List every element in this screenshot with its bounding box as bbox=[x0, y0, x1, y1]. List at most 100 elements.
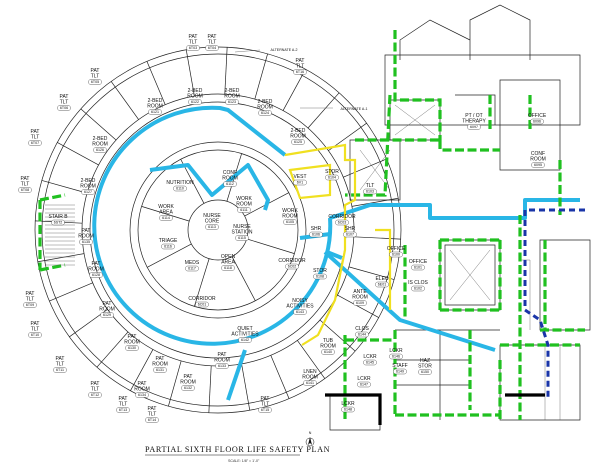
room-bed1-tag-box bbox=[148, 109, 162, 115]
room-corridor3-label: CORRIDOR bbox=[328, 214, 356, 220]
north-label: N bbox=[309, 431, 312, 435]
room-patroom3-label: PAT bbox=[128, 334, 137, 340]
room-hazstor-label: STOR bbox=[418, 364, 432, 370]
room-corridor3-tag-box bbox=[335, 219, 349, 226]
patient-toilet-6-label: PAT bbox=[21, 176, 30, 182]
room-corridor3-tag: 6C03 bbox=[338, 221, 347, 225]
patient-toilet-4-tag-box bbox=[57, 105, 71, 111]
room-patroom1-tag: 6128 bbox=[92, 273, 100, 277]
room-anteroom-label: ROOM bbox=[352, 295, 368, 301]
room-workarea-tag: 6114 bbox=[162, 216, 170, 220]
room-patroom2-label: ROOM bbox=[99, 307, 115, 313]
room-patroom8-label: PAT bbox=[82, 228, 91, 234]
patient-toilet-3-tag: 6T05 bbox=[91, 80, 99, 84]
room-staff-tag: 6149 bbox=[396, 370, 404, 374]
room-bed2-tag: 6122 bbox=[191, 100, 199, 104]
one-hour-rated-lines bbox=[38, 30, 585, 420]
room-triage-label: TRIAGE bbox=[159, 238, 178, 244]
room-stor2-label: STOR bbox=[313, 268, 327, 274]
callout-alternate-a1: ALTERNATE A-1 bbox=[340, 107, 367, 111]
room-isclos-tag-box bbox=[411, 285, 425, 292]
room-nursestation-tag-box bbox=[235, 235, 249, 241]
room-stair-tag-box bbox=[51, 219, 65, 226]
room-stair-tag: 6ST2 bbox=[54, 221, 63, 225]
room-shr1-tag-box bbox=[309, 231, 323, 238]
room-shr1-tag: 6106 bbox=[312, 233, 320, 237]
room-nursecore-tag: 6113 bbox=[208, 225, 216, 229]
room-noisy-tag: 6143 bbox=[296, 310, 304, 314]
patient-toilet-10-tag-box bbox=[88, 392, 102, 398]
room-corridor-tag-box bbox=[195, 301, 209, 308]
patient-toilet-9-label: PAT bbox=[56, 356, 65, 362]
patient-toilet-12-label: TLT bbox=[148, 412, 157, 418]
patient-toilet-10-label: TLT bbox=[91, 387, 100, 393]
room-meds-tag-box bbox=[185, 265, 199, 272]
patient-toilet-13-tag: 6T15 bbox=[261, 408, 269, 412]
room-bed4-label: 2-BED bbox=[258, 99, 273, 105]
room-bed6-tag-box bbox=[93, 147, 107, 153]
room-quiet-label: QUIET bbox=[237, 326, 252, 332]
room-patroom3-tag: 6130 bbox=[128, 346, 136, 350]
room-patroom1-label: PAT bbox=[92, 261, 101, 267]
patient-toilet-7-tag-box bbox=[23, 302, 37, 308]
room-patroom6-label: ROOM bbox=[214, 358, 230, 364]
patient-toilet-14-tag-box bbox=[293, 69, 307, 75]
room-patroom4-tag-box bbox=[153, 367, 167, 373]
patient-toilet-3-label: PAT bbox=[91, 68, 100, 74]
room-stair-label: STAIR B bbox=[48, 214, 68, 220]
room-hazstor-label: HAZ bbox=[420, 358, 430, 364]
room-corridor2-tag-box bbox=[285, 263, 299, 270]
room-tubroom-tag-box bbox=[321, 349, 335, 355]
room-clos-tag: 6144 bbox=[358, 333, 366, 337]
room-shr2-tag: 6107 bbox=[346, 233, 354, 237]
patient-toilet-4-label: TLT bbox=[60, 100, 69, 106]
room-patroom8-tag: 6135 bbox=[82, 240, 90, 244]
patient-toilet-2-tag: 6T04 bbox=[208, 46, 216, 50]
patient-toilet-9-label: TLT bbox=[56, 362, 65, 368]
room-bed4-tag: 6124 bbox=[261, 111, 269, 115]
room-work-tag: 6111 bbox=[240, 208, 247, 212]
room-corridor2-tag: 6C02 bbox=[288, 265, 297, 269]
room-office2-tag-box bbox=[411, 264, 425, 271]
room-bed6-label: 2-BED bbox=[93, 136, 108, 142]
room-bed5-tag: 6125 bbox=[294, 140, 302, 144]
room-meds-tag: 6117 bbox=[188, 267, 196, 271]
room-openarea-label: AREA bbox=[221, 260, 235, 266]
patient-toilet-12-label: PAT bbox=[148, 406, 157, 412]
room-bed4-tag-box bbox=[258, 110, 272, 116]
room-anteroom-tag: 6109 bbox=[356, 301, 364, 305]
room-lckr1-tag: 6145 bbox=[366, 361, 374, 365]
room-corridor-tag: 6C01 bbox=[198, 303, 207, 307]
room-shr2-tag-box bbox=[343, 231, 357, 238]
room-tlt-tag: 6103 bbox=[366, 190, 374, 194]
room-confroom2-label: CONF bbox=[531, 151, 545, 157]
room-lckr1-tag-box bbox=[363, 359, 377, 366]
room-vest-tag: 6V1 bbox=[297, 181, 303, 185]
patient-toilet-14-label: PAT bbox=[296, 58, 305, 64]
